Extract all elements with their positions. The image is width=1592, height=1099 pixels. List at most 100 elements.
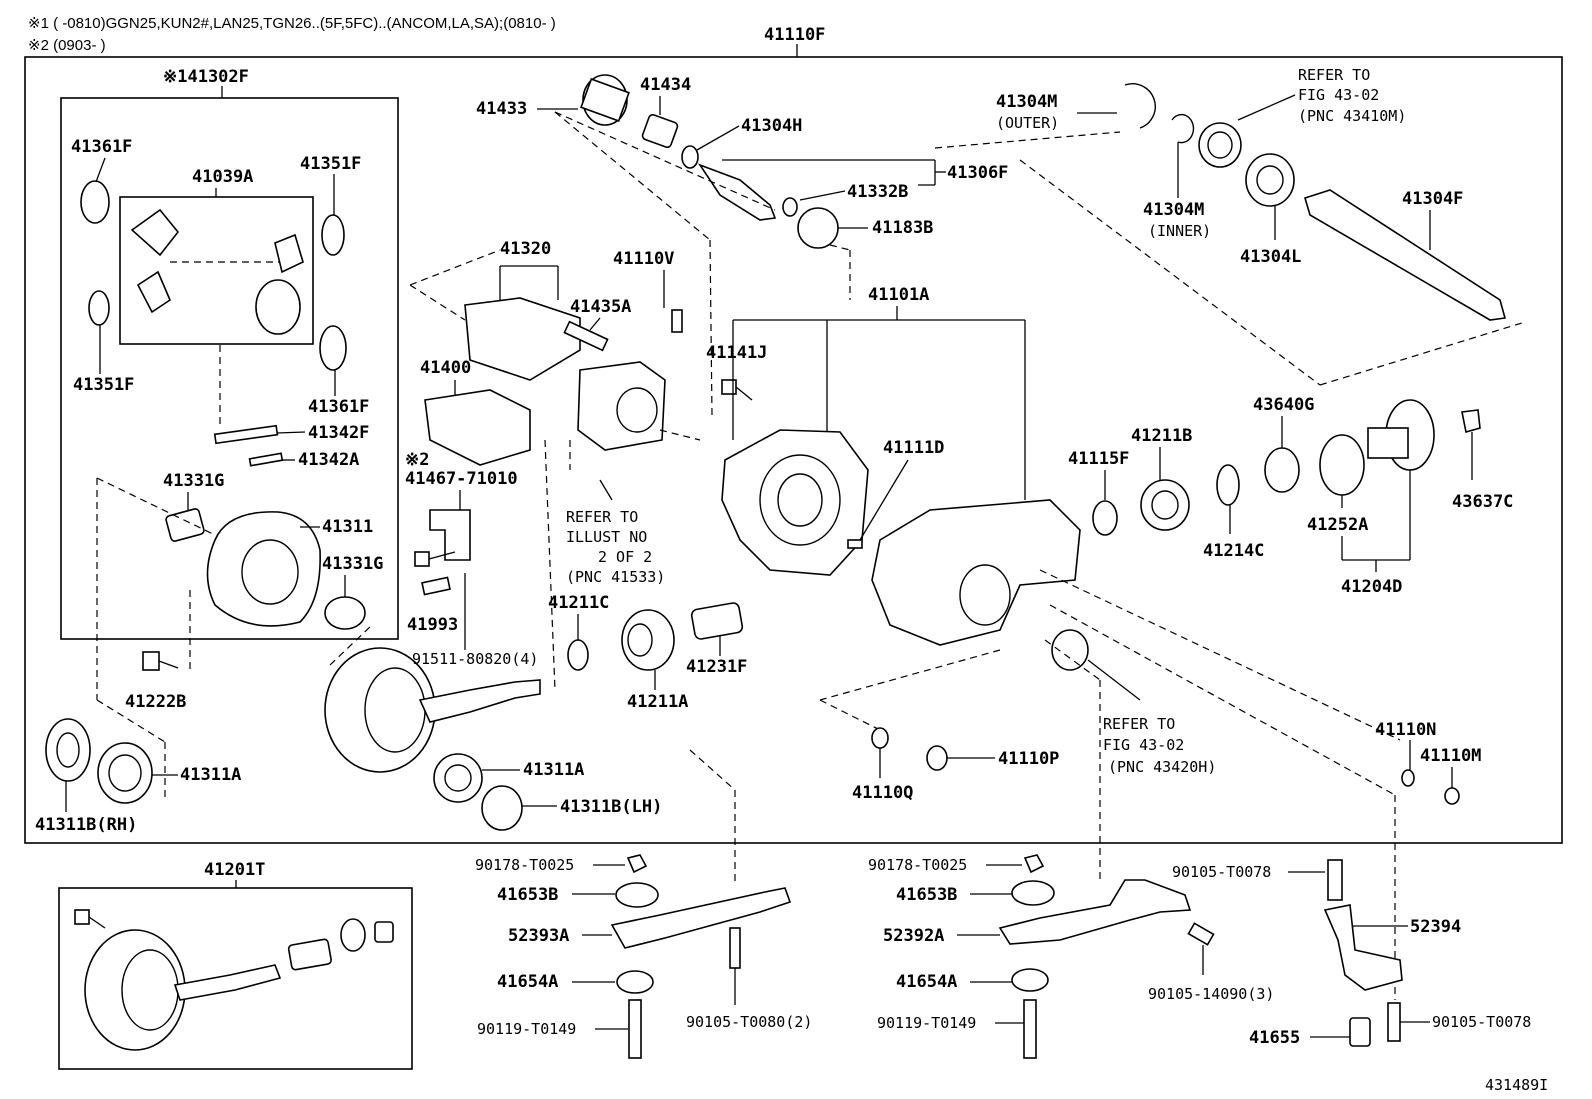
cushion-41654A-a xyxy=(616,970,654,994)
dash-41141J xyxy=(709,239,713,416)
label-41304M-inner[interactable]: 41304M xyxy=(1143,200,1204,220)
label-inner: (INNER) xyxy=(1148,222,1211,240)
label-91511-80820[interactable]: 91511-80820(4) xyxy=(412,650,538,668)
label-41110N[interactable]: 41110N xyxy=(1375,720,1436,740)
label-52394[interactable]: 52394 xyxy=(1410,917,1461,937)
oil-seal-lower xyxy=(1051,629,1089,671)
label-41331G-b[interactable]: 41331G xyxy=(322,554,383,574)
label-41304H[interactable]: 41304H xyxy=(741,116,802,136)
label-41311B-LH[interactable]: 41311B(LH) xyxy=(560,797,662,817)
bearing-41211A xyxy=(621,609,675,671)
label-41039A[interactable]: 41039A xyxy=(192,167,253,187)
refer2-line3[interactable]: (PNC 43410M) xyxy=(1298,107,1406,125)
label-41110Q[interactable]: 41110Q xyxy=(852,783,913,803)
label-41222B[interactable]: 41222B xyxy=(125,692,186,712)
refer2-line2[interactable]: FIG 43-02 xyxy=(1298,86,1379,104)
label-41201T[interactable]: 41201T xyxy=(204,860,265,880)
label-90105-T0078-a[interactable]: 90105-T0078 xyxy=(1172,863,1271,881)
label-41653B-a[interactable]: 41653B xyxy=(497,885,558,905)
label-41993[interactable]: 41993 xyxy=(407,615,458,635)
label-41351F-b[interactable]: 41351F xyxy=(73,375,134,395)
label-41320[interactable]: 41320 xyxy=(500,239,551,259)
label-41311A-center[interactable]: 41311A xyxy=(523,760,584,780)
label-41304M-outer[interactable]: 41304M xyxy=(996,92,1057,112)
label-90105-T0080[interactable]: 90105-T0080(2) xyxy=(686,1013,812,1031)
label-41311B-RH[interactable]: 41311B(RH) xyxy=(35,815,137,835)
label-41331G-a[interactable]: 41331G xyxy=(163,471,224,491)
plug-41110Q xyxy=(871,727,889,749)
dash-left-2 xyxy=(96,477,216,536)
label-41304L[interactable]: 41304L xyxy=(1240,247,1301,267)
label-41342F[interactable]: 41342F xyxy=(308,423,369,443)
label-52393A[interactable]: 52393A xyxy=(508,926,569,946)
refer3-line3[interactable]: (PNC 43420H) xyxy=(1108,758,1216,776)
label-41110F[interactable]: 41110F xyxy=(764,25,825,45)
label-90178-b[interactable]: 90178-T0025 xyxy=(868,856,967,874)
label-41204D[interactable]: 41204D xyxy=(1341,577,1402,597)
label-41654A-b[interactable]: 41654A xyxy=(896,972,957,992)
label-41361F-a[interactable]: 41361F xyxy=(71,137,132,157)
label-41306F[interactable]: 41306F xyxy=(947,163,1008,183)
label-41110V[interactable]: 41110V xyxy=(613,249,674,269)
label-41435A[interactable]: 41435A xyxy=(570,297,631,317)
refer2-line1[interactable]: REFER TO xyxy=(1298,66,1370,84)
pinion-gear-2 xyxy=(136,270,171,314)
label-41361F-b[interactable]: 41361F xyxy=(308,397,369,417)
bearing-rh xyxy=(97,742,153,804)
label-41183B[interactable]: 41183B xyxy=(872,218,933,238)
label-41433[interactable]: 41433 xyxy=(476,99,527,119)
label-41214C[interactable]: 41214C xyxy=(1203,541,1264,561)
dash-refer1 xyxy=(544,439,556,691)
label-41115F[interactable]: 41115F xyxy=(1068,449,1129,469)
label-52392A[interactable]: 52392A xyxy=(883,926,944,946)
label-90105-14090[interactable]: 90105-14090(3) xyxy=(1148,985,1274,1003)
label-41400[interactable]: 41400 xyxy=(420,358,471,378)
refer-to-line2[interactable]: ILLUST NO xyxy=(566,528,647,546)
refer-to-line3[interactable]: 2 OF 2 xyxy=(598,548,652,566)
label-90105-T0078-b[interactable]: 90105-T0078 xyxy=(1432,1013,1531,1031)
label-41111D[interactable]: 41111D xyxy=(883,438,944,458)
label-41332B[interactable]: 41332B xyxy=(847,182,908,202)
label-41342A[interactable]: 41342A xyxy=(298,450,359,470)
label-43640G[interactable]: 43640G xyxy=(1253,395,1314,415)
label-41110M[interactable]: 41110M xyxy=(1420,746,1481,766)
refer-to-line1[interactable]: REFER TO xyxy=(566,508,638,526)
label-41302F[interactable]: ※141302F xyxy=(163,67,249,87)
label-41311A-left[interactable]: 41311A xyxy=(180,765,241,785)
label-41467-71010[interactable]: 41467-71010 xyxy=(405,469,518,489)
refer3-line2[interactable]: FIG 43-02 xyxy=(1103,736,1184,754)
label-41211C[interactable]: 41211C xyxy=(548,593,609,613)
carrier-cover-bore xyxy=(759,454,841,546)
label-41141J[interactable]: 41141J xyxy=(706,343,767,363)
refer3-line1[interactable]: REFER TO xyxy=(1103,715,1175,733)
label-41304F[interactable]: 41304F xyxy=(1402,189,1463,209)
label-41654A-a[interactable]: 41654A xyxy=(497,972,558,992)
dash-lower-2 xyxy=(1049,604,1396,796)
label-90119-b[interactable]: 90119-T0149 xyxy=(877,1014,976,1032)
bolt-90105-T0080 xyxy=(729,927,741,969)
label-43637C[interactable]: 43637C xyxy=(1452,492,1513,512)
bearing-41211B-inner xyxy=(1151,490,1179,520)
shim-lh xyxy=(481,785,523,831)
pinion-gear-3 xyxy=(274,233,304,274)
dust-deflector xyxy=(1264,447,1300,493)
label-41655[interactable]: 41655 xyxy=(1249,1028,1300,1048)
label-41211B[interactable]: 41211B xyxy=(1131,426,1192,446)
label-90119-a[interactable]: 90119-T0149 xyxy=(477,1020,576,1038)
label-41351F-a[interactable]: 41351F xyxy=(300,154,361,174)
label-41434[interactable]: 41434 xyxy=(640,75,691,95)
thrust-washer-b xyxy=(88,290,110,326)
label-41653B-b[interactable]: 41653B xyxy=(896,885,957,905)
label-41101A[interactable]: 41101A xyxy=(868,285,929,305)
bushing-41655 xyxy=(1349,1017,1371,1047)
label-41252A[interactable]: 41252A xyxy=(1307,515,1368,535)
label-41211A[interactable]: 41211A xyxy=(627,692,688,712)
refer-to-line4[interactable]: (PNC 41533) xyxy=(566,568,665,586)
bolt-90105-T0078-b xyxy=(1387,1002,1401,1042)
label-41231F[interactable]: 41231F xyxy=(686,657,747,677)
shim-rh-inner xyxy=(56,732,80,768)
label-41110P[interactable]: 41110P xyxy=(998,749,1059,769)
seal-body xyxy=(580,78,630,122)
label-90178-a[interactable]: 90178-T0025 xyxy=(475,856,574,874)
label-41311[interactable]: 41311 xyxy=(322,517,373,537)
